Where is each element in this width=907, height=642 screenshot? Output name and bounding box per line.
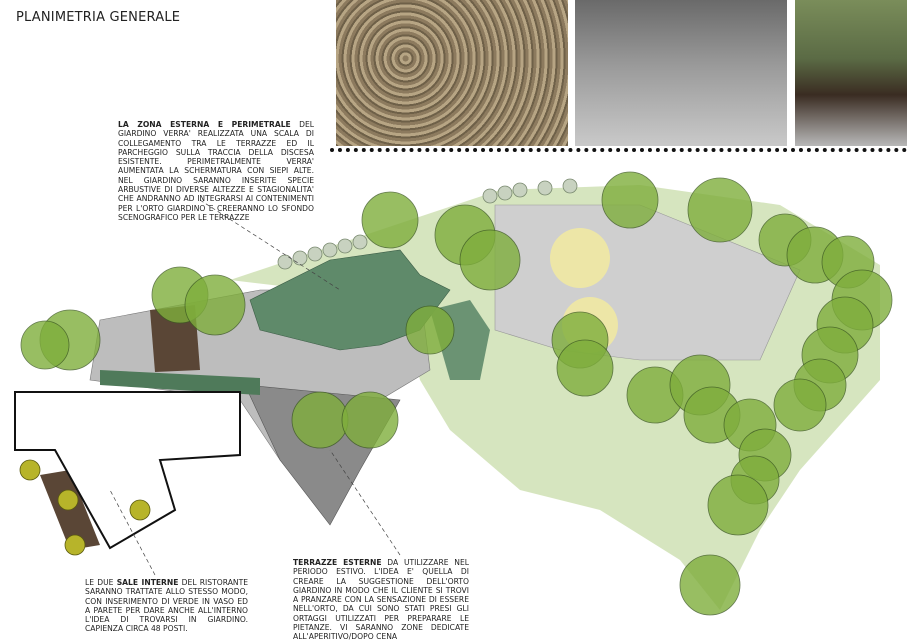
tree-icon xyxy=(291,391,349,449)
light-spot xyxy=(550,228,610,288)
tree-icon xyxy=(184,274,246,336)
note-body: DEL GIARDINO VERRA' REALIZZATA UNA SCALA… xyxy=(118,120,314,222)
tree-icon xyxy=(341,391,399,449)
perimeter-note: LA ZONA ESTERNA E PERIMETRALE DEL GIARDI… xyxy=(118,120,314,222)
hedge-bed xyxy=(100,370,260,395)
restaurant-building xyxy=(14,391,241,550)
planter-pot-icon xyxy=(64,534,86,556)
shrub xyxy=(277,254,293,270)
leader-line xyxy=(329,449,401,556)
note-heading: LA ZONA ESTERNA E PERIMETRALE xyxy=(118,120,291,129)
planter-pot-icon xyxy=(129,499,151,521)
note-prefix: LE DUE xyxy=(85,578,117,587)
terraces-note: TERRAZZE ESTERNE DA UTILIZZARE NEL PERIO… xyxy=(293,558,469,642)
shrub xyxy=(562,178,578,194)
tree-icon xyxy=(707,474,769,536)
photo-grass-paver xyxy=(336,0,568,146)
tree-icon xyxy=(679,554,741,616)
note-heading: SALE INTERNE xyxy=(116,578,179,587)
shrub xyxy=(482,188,498,204)
tree-icon xyxy=(687,177,753,243)
note-body: DEL RISTORANTE SARANNO TRATTATE ALLO STE… xyxy=(85,578,249,634)
shrub xyxy=(307,246,323,262)
tree-icon xyxy=(361,191,419,249)
tree-icon xyxy=(459,229,521,291)
note-heading: TERRAZZE ESTERNE xyxy=(293,558,382,567)
shrub xyxy=(322,242,338,258)
shrub xyxy=(352,234,368,250)
photo-gravel-tire xyxy=(575,0,787,146)
shrub xyxy=(292,250,308,266)
note-body: DA UTILIZZARE NEL PERIODO ESTIVO. L'IDEA… xyxy=(293,558,469,642)
page-title: PLANIMETRIA GENERALE xyxy=(16,10,181,25)
tree-icon xyxy=(405,305,455,355)
shrub xyxy=(512,182,528,198)
leader-line xyxy=(109,489,156,576)
tree-icon xyxy=(556,339,614,397)
tree-icon xyxy=(773,378,827,432)
shrub xyxy=(337,238,353,254)
dotted-divider xyxy=(330,148,907,152)
tree-icon xyxy=(601,171,659,229)
shrub xyxy=(497,185,513,201)
planter-pot-icon xyxy=(57,489,79,511)
photo-terrace-planters xyxy=(795,0,907,146)
shrub xyxy=(537,180,553,196)
rooms-note: LE DUE SALE INTERNE DEL RISTORANTE SARAN… xyxy=(85,578,248,634)
planter-pot-icon xyxy=(19,459,41,481)
tree-icon xyxy=(20,320,70,370)
